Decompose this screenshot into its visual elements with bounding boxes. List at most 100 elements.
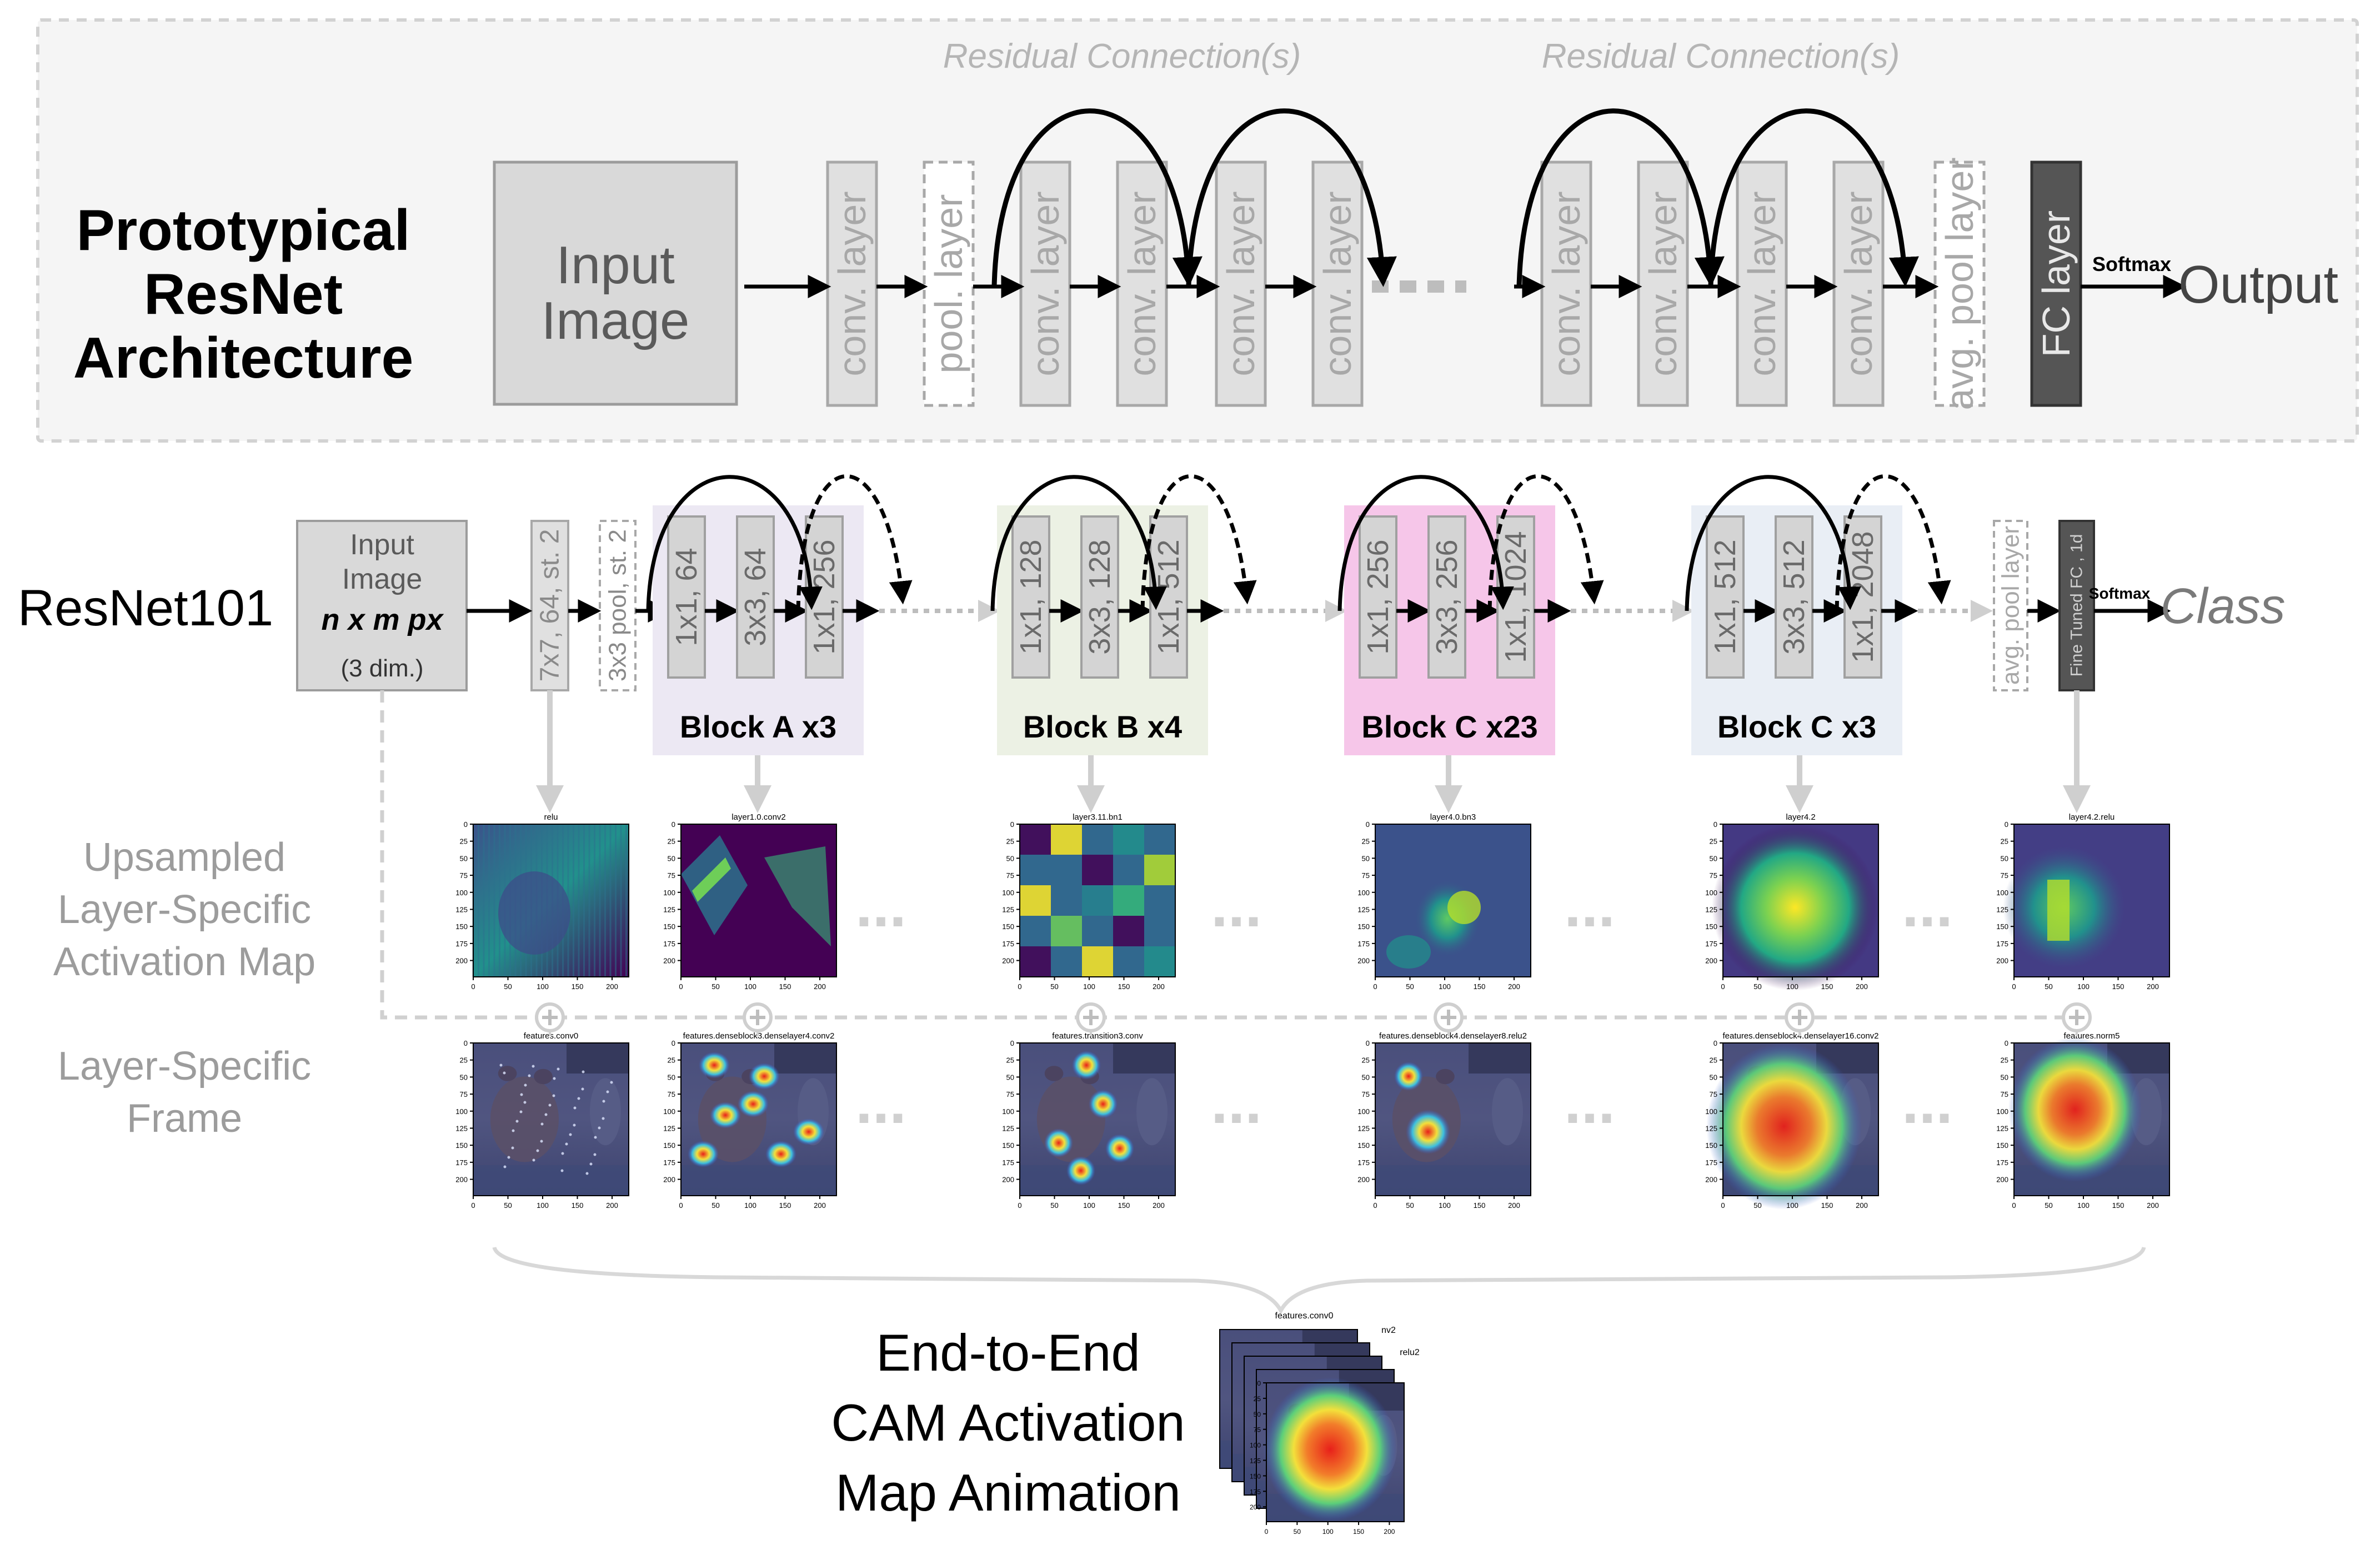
frame-3-ytick-label-2: 50 xyxy=(1362,1073,1370,1081)
activation-5-bar xyxy=(2047,880,2070,941)
frame-5-xtick-label-4: 200 xyxy=(2147,1201,2159,1210)
frame-0-speckle-12 xyxy=(524,1084,527,1087)
frame-0-speckle-23 xyxy=(528,1074,531,1077)
activation-5-ytick-label-3: 75 xyxy=(2001,871,2008,880)
block-1-layer-box-1 xyxy=(1080,515,1119,679)
frame-0-speckle-39 xyxy=(523,1101,527,1104)
frame-0-speckle-18 xyxy=(536,1149,539,1152)
block-label-1: Block B x4 xyxy=(1023,709,1182,744)
activation-2-ytick-label-5: 125 xyxy=(1002,905,1014,914)
stack-frame-4 xyxy=(1264,1377,1405,1522)
activation-2-cell-11 xyxy=(1113,885,1144,916)
activation-0-ytick-label-7: 175 xyxy=(455,940,468,948)
frame-0-speckle-7 xyxy=(532,1158,535,1162)
frame-3-ground xyxy=(1375,1165,1531,1196)
frame-4-ytick-label-4: 100 xyxy=(1705,1107,1717,1116)
resnet-input-line-2: Image xyxy=(342,563,423,595)
block-2-layer-label-1: 3x3, 256 xyxy=(1430,539,1464,654)
frame-1-hotspot-1 xyxy=(749,1063,780,1090)
activation-3-blob-b xyxy=(1447,891,1481,924)
frame-0-speckle-16 xyxy=(606,1090,609,1093)
frame-3-xtick-label-1: 50 xyxy=(1406,1201,1414,1210)
activation-0-xtick-label-3: 150 xyxy=(572,982,584,991)
frame-0-speckle-37 xyxy=(593,1153,597,1156)
activation-4-frame xyxy=(1722,824,1879,977)
frame-0-dark-corner xyxy=(567,1043,629,1074)
frame-0-speckle-36 xyxy=(573,1123,576,1127)
frame-3-xtick-label-3: 150 xyxy=(1474,1201,1486,1210)
activation-3-xtick-label-1: 50 xyxy=(1406,982,1414,991)
activation-3-ytick-label-8: 200 xyxy=(1357,957,1370,965)
stack-front-ytick-label-3: 75 xyxy=(1254,1426,1261,1434)
top-layer-label-2: conv. layer xyxy=(1024,191,1067,376)
block-0-layer-label-0: 1x1, 64 xyxy=(670,548,703,646)
frame-4-ytick-label-3: 75 xyxy=(1710,1090,1717,1098)
stack-front-xtick-label-4: 200 xyxy=(1384,1528,1395,1536)
activation-4-ytick-label-8: 200 xyxy=(1705,957,1717,965)
activation-2-cell-1 xyxy=(1051,824,1082,855)
conv1-box xyxy=(530,520,569,691)
activation-title-5: layer4.2.relu xyxy=(2069,812,2115,822)
stack-back-fragment-0: nv2 xyxy=(1381,1326,1396,1335)
frame-1-hotspot-5 xyxy=(765,1141,796,1167)
activation-3-ytick-label-0: 0 xyxy=(1366,820,1370,829)
frame-0-speckle-17 xyxy=(515,1120,519,1123)
frame-0-speckle-33 xyxy=(511,1146,514,1150)
frame-0-speckle-10 xyxy=(594,1136,597,1139)
activation-0-ytick-label-2: 50 xyxy=(460,854,468,862)
frame-2-frame xyxy=(1019,1042,1176,1196)
frame-1-ytick-label-3: 75 xyxy=(668,1090,675,1098)
caption-line-3: Map Animation xyxy=(835,1463,1181,1522)
frame-2-xtick-label-4: 200 xyxy=(1153,1201,1165,1210)
frame-4-xtick-label-4: 200 xyxy=(1856,1201,1868,1210)
frame-5-frame xyxy=(2013,1042,2170,1196)
frame-1-xtick-label-1: 50 xyxy=(712,1201,719,1210)
residual-label-2: Residual Connection(s) xyxy=(1542,37,1900,76)
activation-3-xtick-label-0: 0 xyxy=(1373,982,1377,991)
frame-0-xtick-label-0: 0 xyxy=(471,1201,475,1210)
stack-front-ytick-label-1: 25 xyxy=(1254,1395,1261,1403)
frame-4-xtick-label-1: 50 xyxy=(1753,1201,1761,1210)
activation-1-xtick-label-4: 200 xyxy=(814,982,826,991)
frame-0-speckle-26 xyxy=(589,1162,593,1166)
frame-0-speckle-13 xyxy=(544,1113,548,1116)
frame-3-bear-paw xyxy=(1492,1078,1523,1146)
frame-0-speckle-5 xyxy=(602,1100,605,1103)
frame-4-ytick-label-0: 0 xyxy=(1713,1039,1717,1047)
activation-1-ytick-label-4: 100 xyxy=(663,889,675,897)
activation-3-xtick-label-2: 100 xyxy=(1439,982,1451,991)
block-2-skip-2 xyxy=(1487,474,1604,611)
frame-1-xtick-label-2: 100 xyxy=(744,1201,756,1210)
frame-2-hotspot-1 xyxy=(1089,1090,1118,1118)
frame-2-ytick-label-5: 125 xyxy=(1002,1124,1014,1132)
block-3-layer-label-1: 3x3, 512 xyxy=(1777,539,1811,654)
block-3-skip-2 xyxy=(1835,474,1951,611)
activation-2-ytick-label-6: 150 xyxy=(1002,922,1014,931)
frame-0-speckle-28 xyxy=(519,1110,523,1113)
activation-3-ytick-label-5: 125 xyxy=(1357,905,1370,914)
top-output-label: Output xyxy=(2178,255,2338,314)
activation-5-ytick-label-7: 175 xyxy=(1996,940,2008,948)
frame-0-bear-ear-right xyxy=(534,1069,553,1085)
frame-ellipsis-0: ... xyxy=(855,1068,906,1136)
activation-2-xtick-label-2: 100 xyxy=(1083,982,1095,991)
frame-2-hotspot-4 xyxy=(1066,1156,1095,1185)
top-layer-box-9 xyxy=(1832,160,1885,407)
activation-4-ytick-label-6: 150 xyxy=(1705,922,1717,931)
frame-1-xtick-label-3: 150 xyxy=(779,1201,791,1210)
stack-front-ytick-label-7: 175 xyxy=(1250,1488,1261,1496)
residual-arc-2 xyxy=(1516,108,1725,287)
frame-2-xtick-label-1: 50 xyxy=(1050,1201,1058,1210)
block-2-layer-label-0: 1x1, 256 xyxy=(1361,539,1395,654)
frame-1-xtick-label-0: 0 xyxy=(679,1201,683,1210)
stack-front-frame xyxy=(1266,1382,1405,1522)
frame-0-frame xyxy=(473,1042,629,1196)
top-layer-label-4: conv. layer xyxy=(1219,191,1262,376)
activation-3-ytick-label-3: 75 xyxy=(1362,871,1370,880)
frame-0-speckle-34 xyxy=(532,1065,535,1068)
activation-2-ytick-label-3: 75 xyxy=(1006,871,1014,880)
frame-0-ytick-label-0: 0 xyxy=(464,1039,468,1047)
frame-4-ytick-label-6: 150 xyxy=(1705,1141,1717,1150)
frame-2-ytick-label-0: 0 xyxy=(1010,1039,1014,1047)
